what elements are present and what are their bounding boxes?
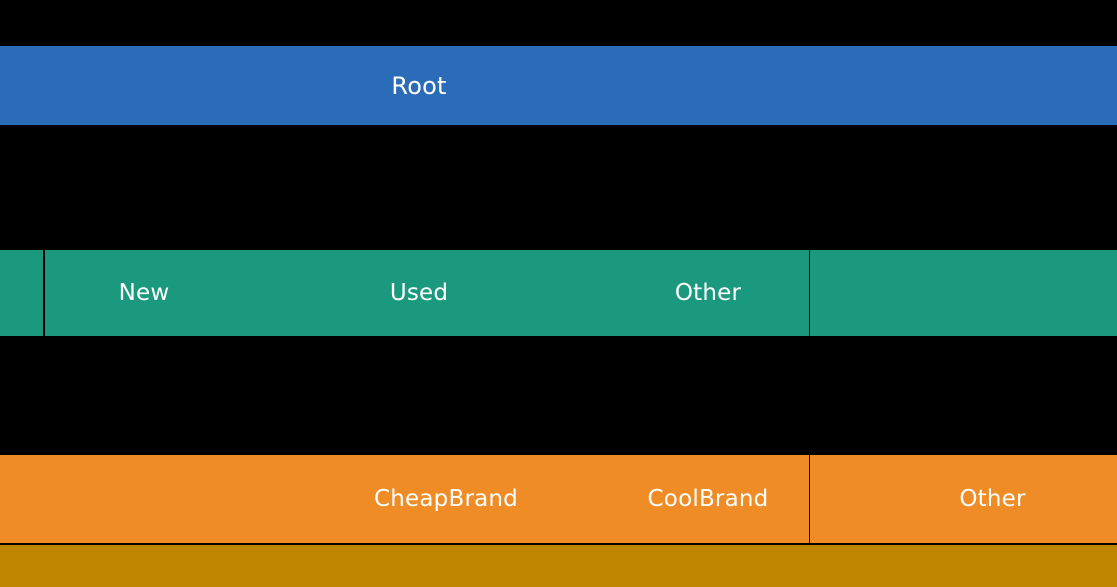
icicle-node-label: CoolBrand [647,485,769,512]
icicle-node-segment[interactable] [0,46,318,125]
icicle-node-cheapbrand[interactable]: CheapBrand [345,455,547,543]
icicle-level-2: CheapBrand CoolBrand Other [0,455,1117,543]
icicle-node-segment[interactable] [520,46,1117,125]
icicle-node-label: New [118,279,170,306]
icicle-node-label: Other [674,279,742,306]
icicle-node-segment[interactable] [243,250,318,336]
icicle-node-root[interactable]: Root [318,46,520,125]
icicle-node-segment[interactable] [520,250,607,336]
icicle-node-other[interactable]: Other [868,455,1117,543]
icicle-node-segment[interactable] [0,455,345,543]
icicle-level-1: New Used Other [0,250,1117,336]
icicle-node-coolbrand[interactable]: CoolBrand [607,455,809,543]
icicle-node-used[interactable]: Used [318,250,520,336]
icicle-node-label: Other [959,485,1026,512]
icicle-node-label: Root [391,71,447,100]
icicle-node-segment[interactable] [810,455,868,543]
icicle-level-0: Root [0,46,1117,125]
icicle-node-segment[interactable] [547,455,607,543]
icicle-node-segment[interactable] [0,545,1117,587]
icicle-node-segment[interactable] [810,250,1117,336]
icicle-node-new[interactable]: New [45,250,243,336]
icicle-node-label: Used [389,279,449,306]
icicle-node-label: CheapBrand [374,485,518,512]
icicle-level-3 [0,545,1117,587]
icicle-node-segment[interactable] [0,250,43,336]
icicle-node-other[interactable]: Other [607,250,809,336]
